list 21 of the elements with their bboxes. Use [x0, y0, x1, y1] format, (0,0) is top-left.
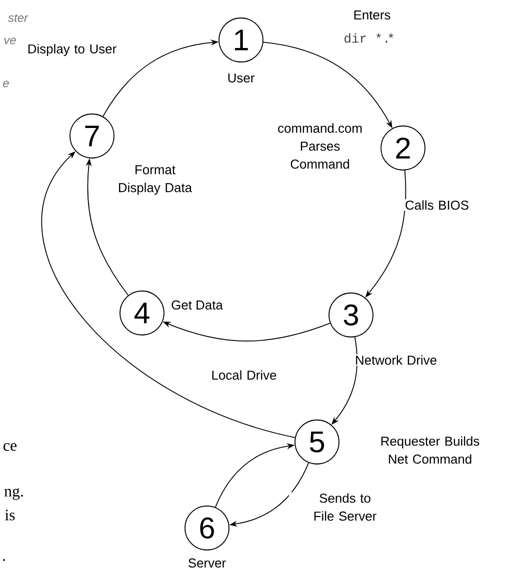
text-fragment: ster — [8, 14, 28, 22]
edge-label: Local Drive — [212, 370, 276, 380]
text-fragment: . — [3, 559, 5, 561]
text-fragment: ce — [4, 443, 17, 451]
text-fragment: ve — [4, 38, 16, 44]
edge-label: Network Drive — [356, 355, 436, 365]
node-caption: Server — [188, 558, 226, 568]
node-caption: Requester Builds Net Command — [381, 436, 480, 464]
node-caption: Get Data — [172, 300, 223, 310]
edge-label: Display to User — [28, 44, 116, 56]
edge-label: Enters — [354, 10, 390, 20]
edge-label: Calls BIOS — [406, 200, 468, 210]
edge-label: Sends to File Server — [314, 493, 376, 521]
node-caption: Format Display Data — [119, 165, 192, 195]
text-fragment: * — [388, 33, 394, 38]
text-fragment: dir *. — [344, 33, 388, 43]
node-caption: User — [228, 74, 254, 83]
node-caption: command.com Parses Command — [278, 123, 362, 169]
text-fragment: ng. — [4, 488, 23, 500]
text-fragment: e — [3, 80, 9, 88]
text-fragment: is — [5, 510, 15, 520]
